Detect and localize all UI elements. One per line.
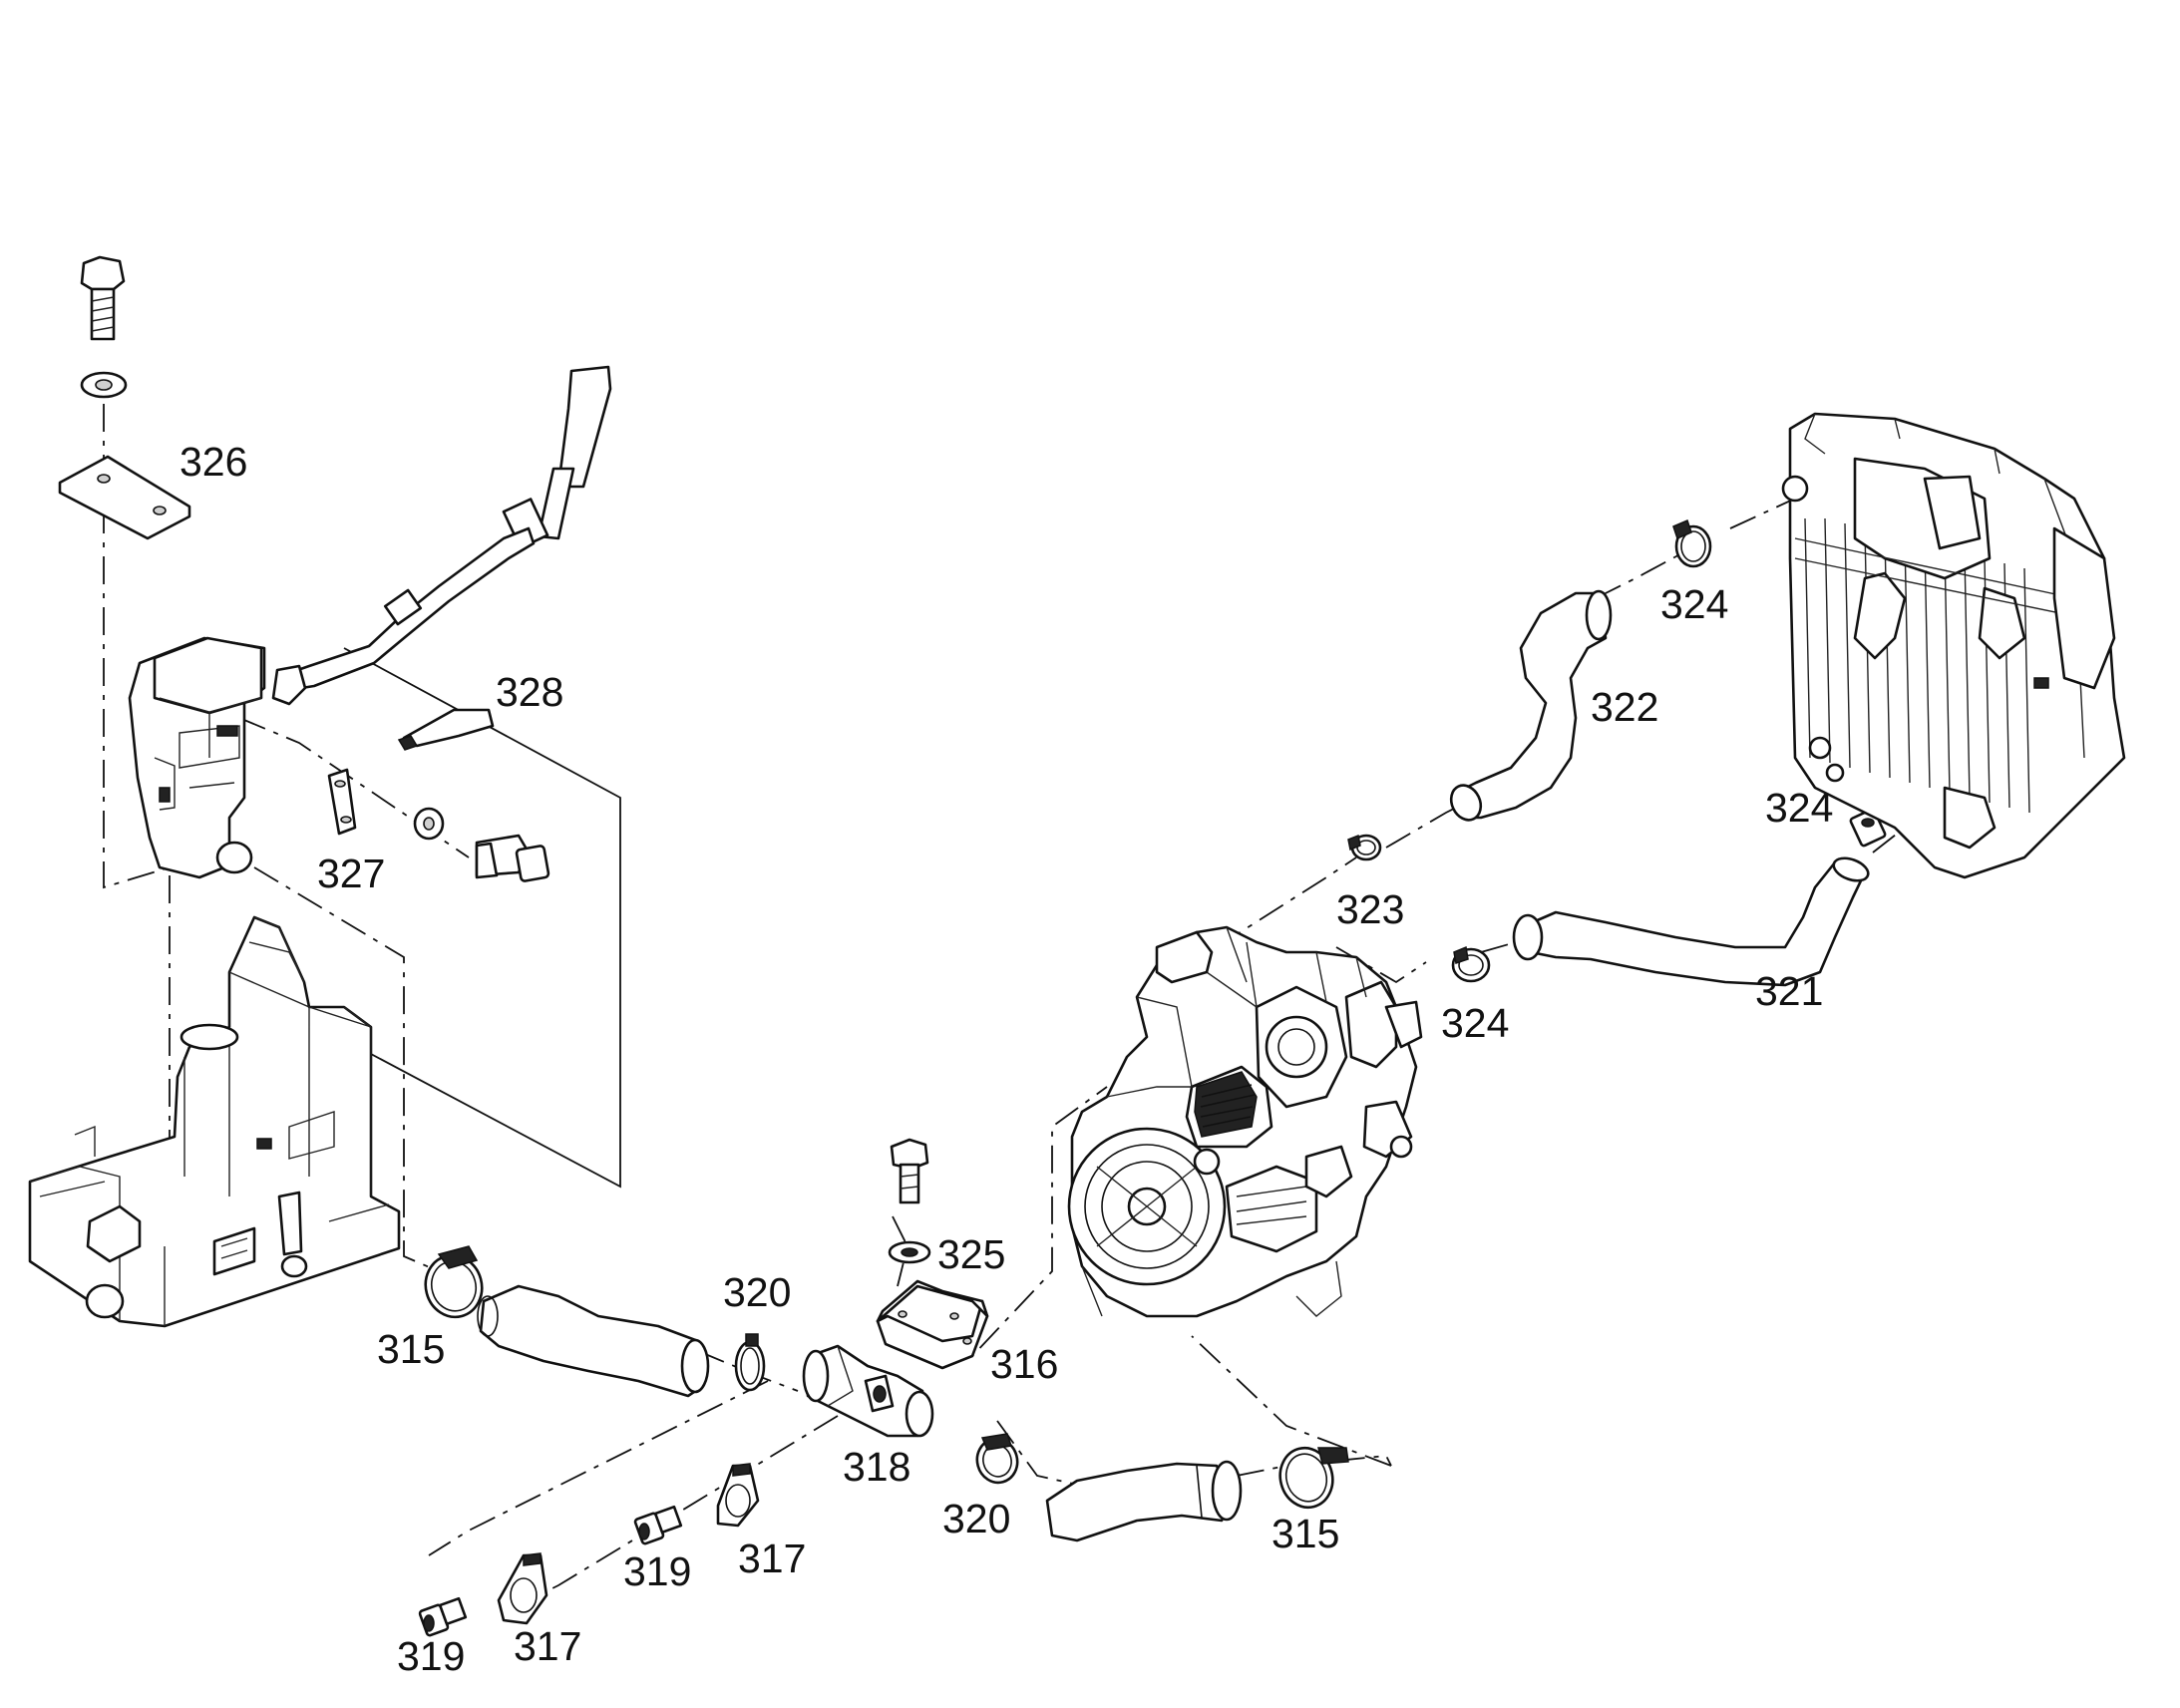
callout-315-left: 315 <box>377 1326 445 1372</box>
callout-328: 328 <box>496 669 563 715</box>
washer-327 <box>413 807 445 841</box>
hose-321 <box>1512 856 1870 987</box>
callout-327: 327 <box>317 851 385 896</box>
bolt-325 <box>890 1138 929 1204</box>
callout-326: 326 <box>180 439 247 485</box>
clamp-317-upper <box>716 1463 760 1528</box>
hose-right-lower <box>1045 1460 1243 1542</box>
callout-321: 321 <box>1755 968 1823 1014</box>
hose-left <box>477 1284 710 1398</box>
bolt-326 <box>80 255 126 341</box>
hose-322 <box>1449 589 1613 822</box>
washer-325 <box>888 1240 931 1264</box>
callout-325: 325 <box>937 1231 1005 1277</box>
callout-324-lower: 324 <box>1765 785 1833 831</box>
callout-labels: 315 315 316 317 317 318 319 319 320 320 … <box>180 439 1833 1679</box>
plug-319-upper <box>633 1505 683 1545</box>
callout-320-upper: 320 <box>723 1269 791 1315</box>
elbow-pipe-318 <box>802 1344 934 1438</box>
cable-tie-328 <box>397 708 495 751</box>
bracket-316 <box>876 1279 989 1370</box>
callout-324-top: 324 <box>1660 581 1728 627</box>
callout-319-lower: 319 <box>397 1633 465 1679</box>
callout-317-upper: 317 <box>738 1536 806 1581</box>
leader-lines <box>103 404 1906 1606</box>
hose-clamp-315-left <box>424 1245 484 1319</box>
clamp-317-lower <box>497 1552 548 1625</box>
washer-326 <box>80 371 128 399</box>
callout-320-lower: 320 <box>942 1496 1010 1541</box>
callout-319-upper: 319 <box>623 1548 691 1594</box>
callout-322: 322 <box>1591 684 1658 730</box>
clamp-plate-327 <box>327 768 357 836</box>
callout-315-right: 315 <box>1272 1511 1339 1556</box>
hose-clamp-324-middle <box>1451 945 1491 983</box>
callout-316: 316 <box>990 1341 1058 1387</box>
radiator-assembly <box>1781 412 2126 879</box>
filler-tube <box>271 365 612 706</box>
plate-326 <box>58 455 191 540</box>
hose-clamp-315-right <box>1278 1446 1349 1510</box>
hose-clamp-320-upper <box>734 1333 766 1392</box>
bolt-327 <box>475 834 550 882</box>
hydraulic-tank-assembly <box>28 915 401 1328</box>
callout-317-lower: 317 <box>514 1623 581 1669</box>
hose-clamp-324-top <box>1672 518 1712 568</box>
callout-318: 318 <box>843 1444 910 1490</box>
callout-324-middle: 324 <box>1441 1000 1509 1046</box>
callout-323: 323 <box>1336 886 1404 932</box>
filter-housing <box>128 636 266 879</box>
hose-clamp-320-lower <box>975 1433 1019 1485</box>
plug-319-lower <box>418 1596 468 1637</box>
engine-assembly <box>1067 925 1423 1318</box>
hose-clamp-323 <box>1347 834 1382 861</box>
